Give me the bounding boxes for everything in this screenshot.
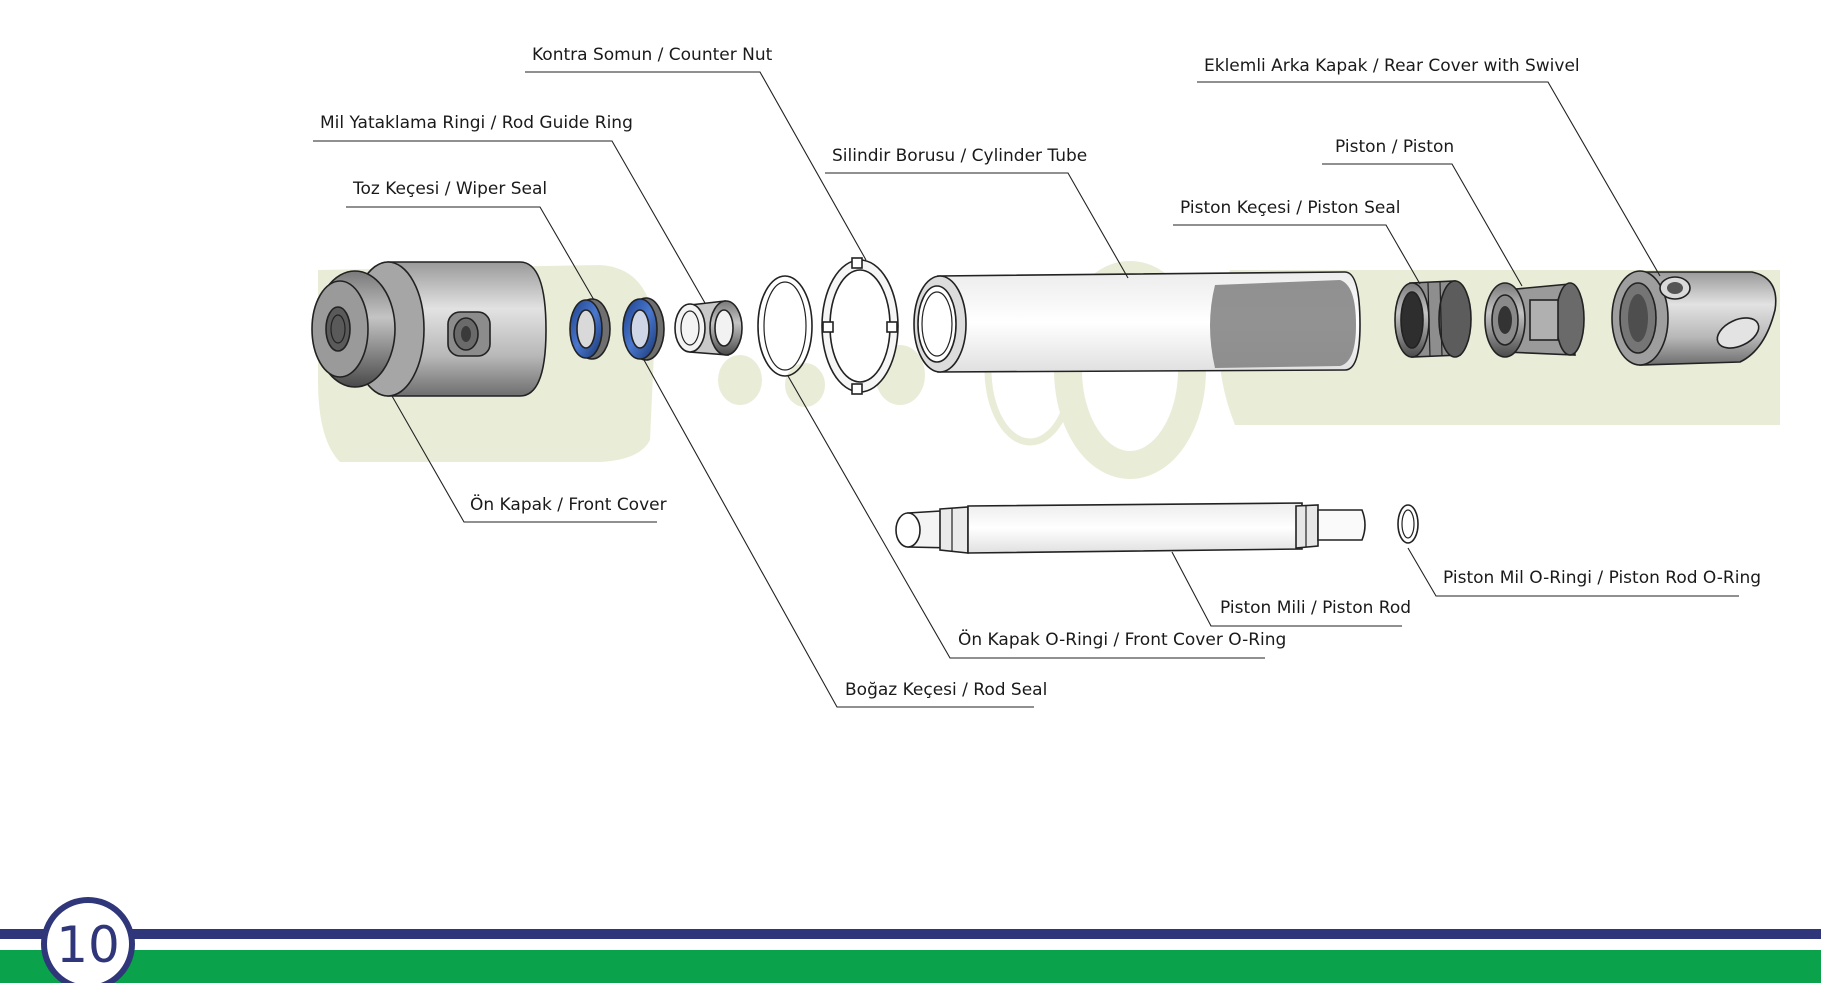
label-piston-rod-oring: Piston Mil O-Ringi / Piston Rod O-Ring [1443, 568, 1761, 588]
label-front-cover: Ön Kapak / Front Cover [470, 493, 667, 515]
leader-piston-seal [1173, 224, 1421, 285]
leader-piston [1322, 163, 1523, 287]
piston-rod-oring-part [1397, 504, 1419, 544]
label-rod-guide-ring: Mil Yataklama Ringi / Rod Guide Ring [320, 113, 633, 133]
leader-rod-guide-ring [313, 140, 706, 304]
leader-rear-cover [1197, 81, 1661, 277]
label-wiper-seal: Toz Keçesi / Wiper Seal [352, 179, 547, 199]
piston-seal-part [1394, 280, 1472, 358]
leader-wiper-seal [346, 206, 595, 301]
leader-front-cover [391, 395, 657, 523]
labels: Kontra Somun / Counter Nut Eklemli Arka … [320, 45, 1761, 700]
rod-seal-part [622, 297, 665, 361]
counter-nut-part [821, 257, 899, 395]
wiper-seal-part [569, 298, 611, 360]
footer: 10 [0, 897, 1821, 983]
leader-rod-seal [643, 359, 1034, 708]
front-cover-oring-part [757, 275, 813, 377]
label-piston-seal: Piston Keçesi / Piston Seal [1180, 198, 1400, 218]
leader-front-cover-oring [787, 375, 1265, 659]
label-cylinder-tube: Silindir Borusu / Cylinder Tube [832, 146, 1087, 166]
label-front-cover-oring: Ön Kapak O-Ringi / Front Cover O-Ring [958, 628, 1286, 650]
green-band [0, 950, 1821, 983]
rear-cover-part [1611, 270, 1777, 366]
label-piston: Piston / Piston [1335, 137, 1454, 157]
piston-part [1484, 282, 1585, 358]
page-number-circle [41, 897, 135, 983]
front-cover-part [311, 261, 547, 397]
rod-guide-ring-part [674, 300, 743, 356]
label-rear-cover: Eklemli Arka Kapak / Rear Cover with Swi… [1204, 56, 1580, 76]
leader-counter-nut [525, 71, 867, 261]
leader-piston-rod-oring [1407, 547, 1739, 597]
navy-band [0, 929, 1821, 939]
leader-piston-rod [1171, 551, 1402, 627]
cylinder-tube-part [913, 271, 1361, 373]
leader-lines [313, 71, 1739, 708]
label-counter-nut: Kontra Somun / Counter Nut [532, 45, 773, 65]
piston-rod-part [895, 502, 1366, 554]
label-piston-rod: Piston Mili / Piston Rod [1220, 598, 1411, 618]
page-number: 10 [56, 916, 120, 974]
leader-cylinder-tube [825, 172, 1129, 279]
label-rod-seal: Boğaz Keçesi / Rod Seal [845, 680, 1047, 700]
